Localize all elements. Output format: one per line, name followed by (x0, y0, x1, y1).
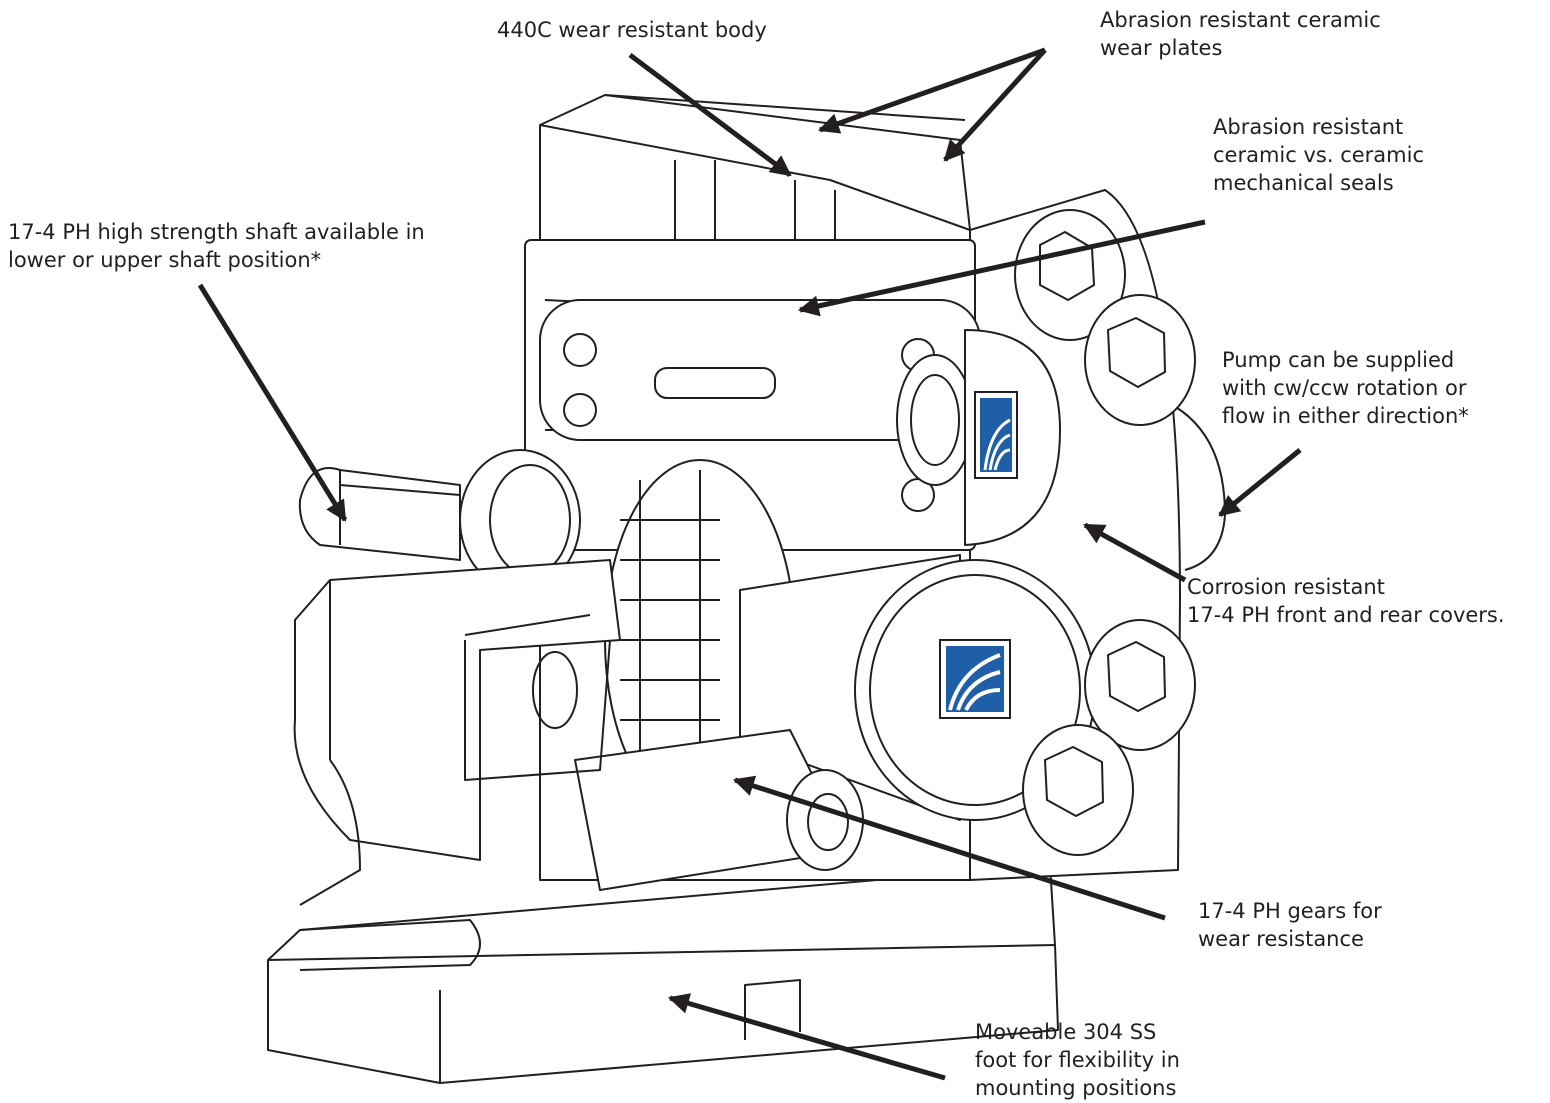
front-cover (293, 559, 621, 906)
callout-high-strength-shaft: 17-4 PH high strength shaft available in… (8, 220, 425, 272)
callout-gears: 17-4 PH gears for wear resistance (1198, 899, 1382, 951)
arrow-plates-right (943, 48, 1047, 162)
arrow-gears (733, 775, 1166, 921)
callout-front-rear-covers: Corrosion resistant 17-4 PH front and re… (1187, 575, 1505, 627)
cover-bolt-low (1084, 619, 1196, 751)
mounting-foot (267, 864, 1059, 1084)
callout-rotation-direction: Pump can be supplied with cw/ccw rotatio… (1222, 348, 1469, 428)
arrow-covers (1083, 522, 1187, 583)
arrow-body (628, 53, 792, 177)
input-shaft (298, 449, 581, 591)
brand-logo-lower (939, 639, 1011, 719)
callout-moveable-foot: Moveable 304 SS foot for flexibility in … (975, 1020, 1180, 1100)
callout-wear-resistant-body: 440C wear resistant body (497, 18, 767, 42)
arrow-seals (797, 219, 1206, 317)
cover-bolt-mid (1084, 294, 1196, 426)
arrow-rotation (1218, 448, 1302, 517)
cover-bolt-bottom (1022, 724, 1134, 856)
arrow-shaft (197, 283, 348, 522)
callout-mechanical-seals: Abrasion resistant ceramic vs. ceramic m… (1213, 115, 1425, 195)
brand-logo-upper (974, 391, 1018, 479)
upper-shaft-cavity (524, 239, 981, 551)
arrow-plates-left (818, 47, 1046, 134)
callout-ceramic-wear-plates: Abrasion resistant ceramic wear plates (1100, 8, 1381, 60)
arrow-foot (667, 993, 946, 1081)
leader-arrows (197, 47, 1302, 1081)
